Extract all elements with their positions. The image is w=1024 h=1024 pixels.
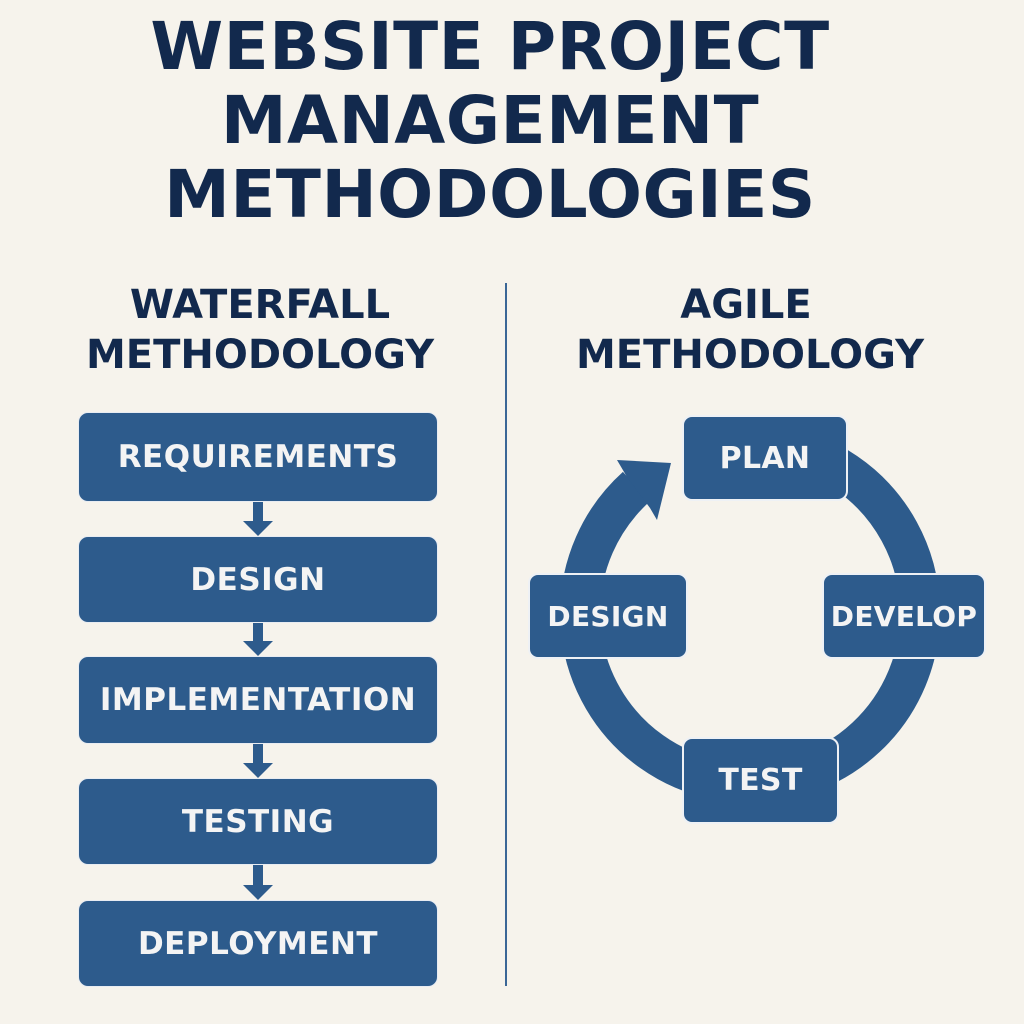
waterfall-step-label: TESTING (181, 803, 335, 840)
title-line-1: WEBSITE PROJECT (150, 8, 830, 85)
waterfall-heading-line-1: WATERFALL (129, 282, 391, 328)
down-arrow-icon (243, 502, 273, 536)
waterfall-step-label: IMPLEMENTATION (99, 682, 417, 718)
agile-heading-line-2: METHODOLOGY (575, 332, 925, 378)
cycle-arrowhead-icon (617, 460, 671, 520)
agile-heading-line-1: AGILE (680, 282, 812, 328)
agile-step-test: TEST (682, 737, 839, 824)
waterfall-step-design: DESIGN (78, 536, 438, 623)
page-title: WEBSITE PROJECT MANAGEMENT METHODOLOGIES (0, 10, 980, 232)
agile-step-label: PLAN (719, 440, 811, 476)
agile-step-develop: DEVELOP (822, 573, 986, 659)
title-line-3: METHODOLOGIES (164, 156, 816, 233)
section-divider (505, 283, 507, 986)
agile-step-label: DEVELOP (830, 599, 978, 633)
agile-step-label: DESIGN (547, 599, 669, 633)
waterfall-heading-line-2: METHODOLOGY (85, 332, 435, 378)
waterfall-step-deployment: DEPLOYMENT (78, 900, 438, 987)
down-arrow-icon (243, 623, 273, 656)
title-line-2: MANAGEMENT (220, 82, 760, 159)
waterfall-step-requirements: REQUIREMENTS (78, 412, 438, 502)
agile-heading: AGILE METHODOLOGY (520, 280, 980, 380)
agile-step-label: TEST (718, 763, 803, 798)
waterfall-step-label: DESIGN (190, 561, 326, 598)
waterfall-heading: WATERFALL METHODOLOGY (60, 280, 460, 380)
agile-step-plan: PLAN (682, 415, 848, 501)
down-arrow-icon (243, 865, 273, 900)
waterfall-step-testing: TESTING (78, 778, 438, 865)
waterfall-step-implementation: IMPLEMENTATION (78, 656, 438, 744)
agile-step-design: DESIGN (528, 573, 688, 659)
waterfall-step-label: REQUIREMENTS (117, 439, 399, 475)
down-arrow-icon (243, 744, 273, 778)
waterfall-step-label: DEPLOYMENT (137, 925, 379, 962)
